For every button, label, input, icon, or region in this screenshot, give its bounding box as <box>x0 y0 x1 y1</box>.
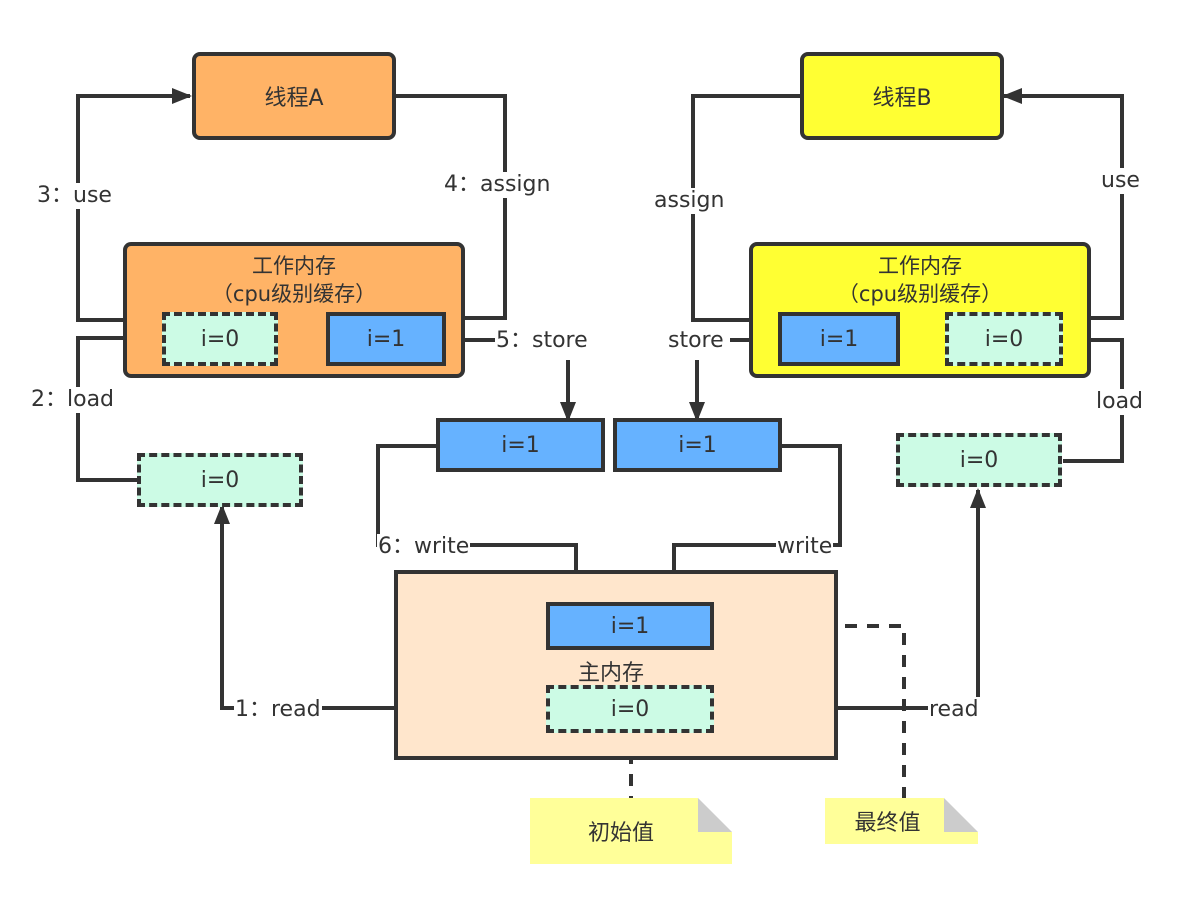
note-fold-icon <box>698 798 732 832</box>
wm-b-cell-initial-value: i=0 <box>984 326 1024 352</box>
working-memory-a-subtitle: （cpu级别缓存） <box>211 282 377 306</box>
note-initial-value: 初始值 <box>530 798 732 864</box>
working-memory-a-title: 工作内存 <box>252 254 336 278</box>
label-b-use: use <box>1100 168 1141 194</box>
label-a-load: 2：load <box>30 387 116 413</box>
main-memory-initial-cell[interactable]: i=0 <box>546 685 714 733</box>
wm-a-cell-assigned[interactable]: i=1 <box>326 312 446 366</box>
wm-b-cell-assigned-value: i=1 <box>819 326 859 352</box>
edge-b-use <box>1002 88 1124 320</box>
label-b-read: read <box>928 697 980 723</box>
edge-a-assign <box>396 94 507 326</box>
store-buffer-b-value: i=1 <box>678 432 717 458</box>
edge-b-write <box>666 444 842 606</box>
note-final-text: 最终值 <box>854 811 921 836</box>
thread-a-label: 线程A <box>264 86 324 111</box>
label-a-store: 5：store <box>495 328 589 354</box>
thread-b-label: 线程B <box>872 86 932 111</box>
label-a-read: 1：read <box>234 697 322 723</box>
thread-b[interactable]: 线程B <box>800 52 1004 140</box>
store-buffer-a[interactable]: i=1 <box>436 418 605 472</box>
label-a-assign: 4：assign <box>443 172 552 198</box>
wm-b-cell-assigned[interactable]: i=1 <box>778 312 900 366</box>
main-memory-initial-value: i=0 <box>610 696 650 722</box>
label-b-load: load <box>1095 389 1145 415</box>
working-memory-b-subtitle: （cpu级别缓存） <box>837 282 1003 306</box>
main-memory-final-cell[interactable]: i=1 <box>546 602 714 650</box>
note-fold-icon <box>944 798 978 832</box>
read-buffer-a-value: i=0 <box>200 467 240 493</box>
label-b-write: write <box>776 534 834 560</box>
label-b-store: store <box>667 328 725 354</box>
label-b-assign: assign <box>653 188 726 214</box>
label-a-use: 3：use <box>36 183 113 209</box>
store-buffer-b[interactable]: i=1 <box>613 418 782 472</box>
working-memory-a[interactable]: 工作内存 （cpu级别缓存） <box>123 242 465 378</box>
main-memory-title: 主内存 <box>578 661 645 686</box>
wm-b-cell-initial[interactable]: i=0 <box>945 312 1063 366</box>
wm-a-cell-assigned-value: i=1 <box>366 326 406 352</box>
thread-a[interactable]: 线程A <box>192 52 396 140</box>
main-memory-final-value: i=1 <box>610 613 650 639</box>
wm-a-cell-initial-value: i=0 <box>200 326 240 352</box>
store-buffer-a-value: i=1 <box>501 432 540 458</box>
note-final-value: 最终值 <box>825 798 978 844</box>
read-buffer-b[interactable]: i=0 <box>896 433 1062 487</box>
wm-a-cell-initial[interactable]: i=0 <box>162 312 278 366</box>
read-buffer-b-value: i=0 <box>959 447 999 473</box>
read-buffer-a[interactable]: i=0 <box>137 453 303 507</box>
label-a-write: 6：write <box>377 534 471 560</box>
note-initial-text: 初始值 <box>587 821 654 846</box>
working-memory-b-title: 工作内存 <box>878 254 962 278</box>
